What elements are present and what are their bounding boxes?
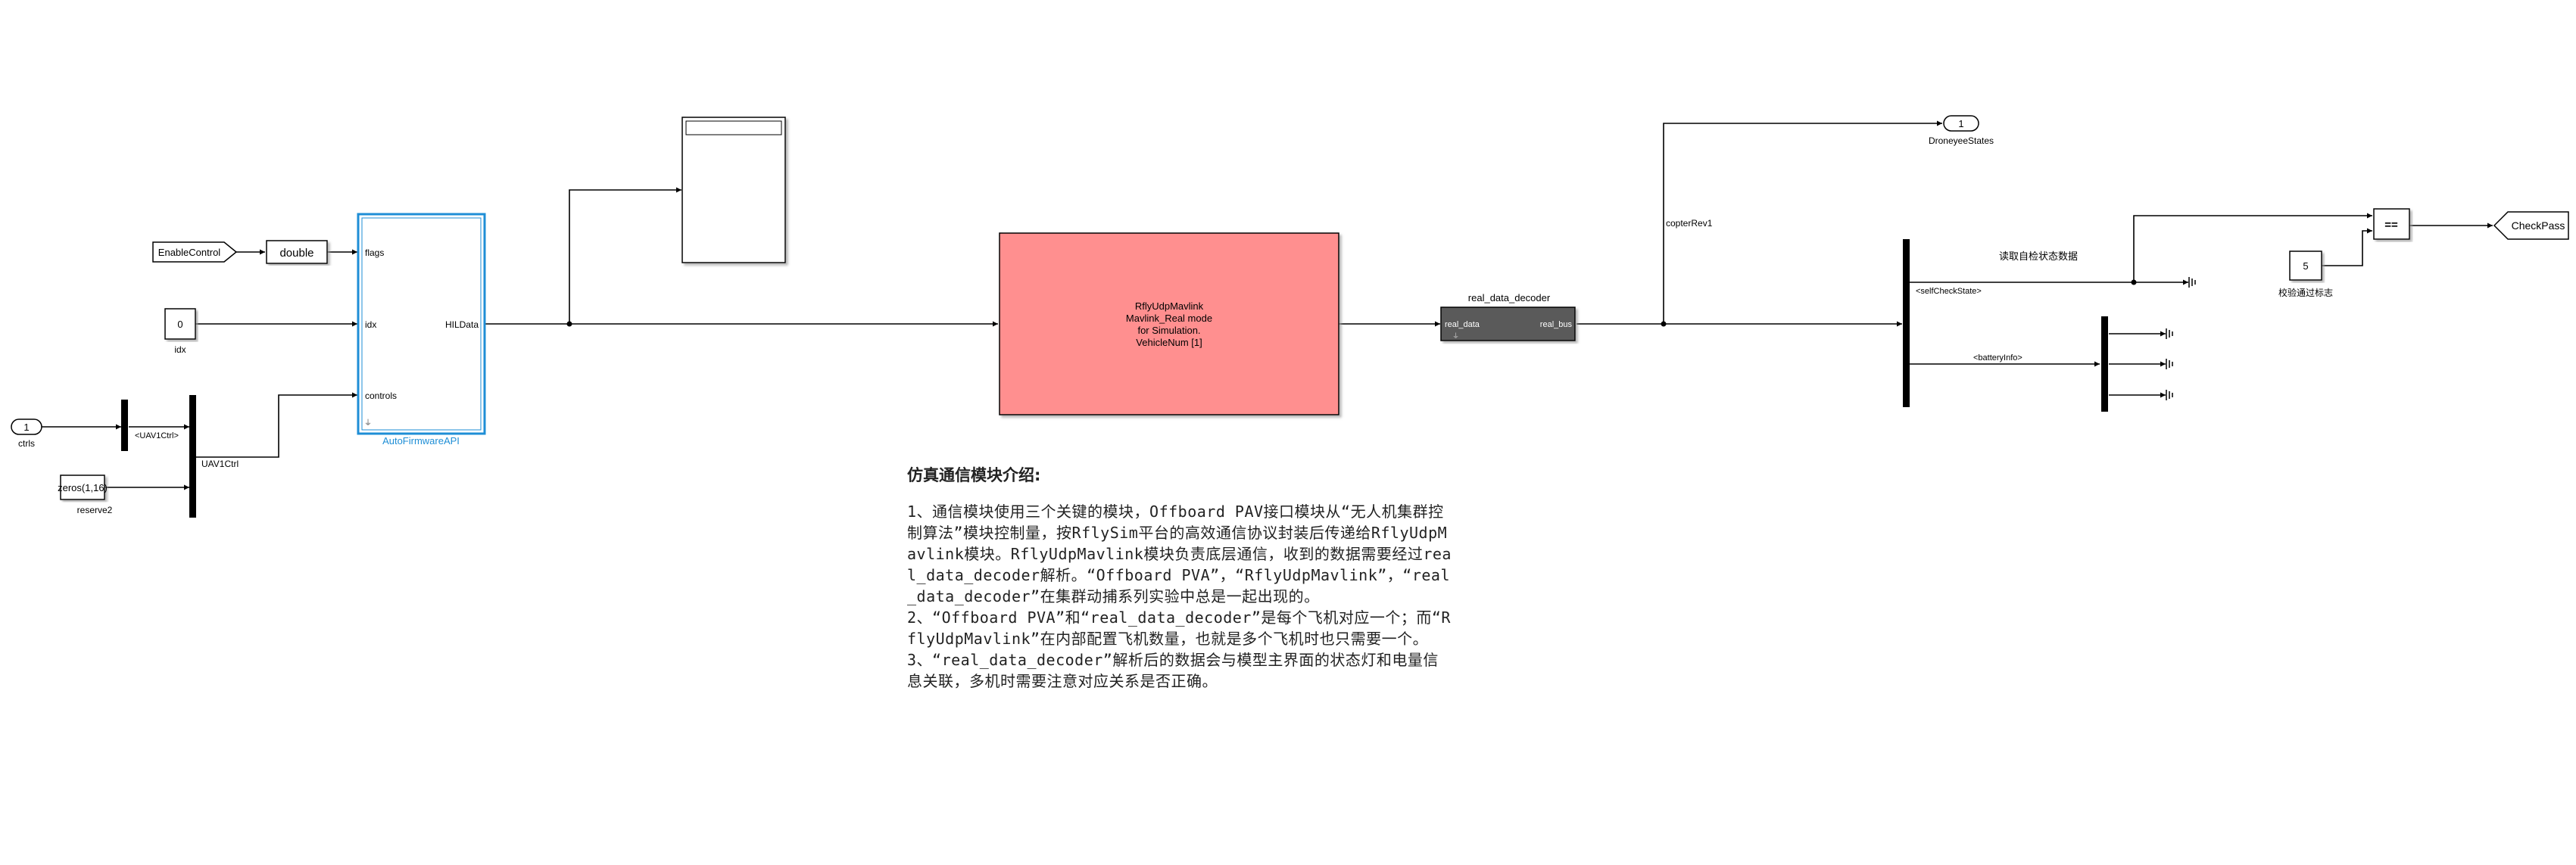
bus-creator-uav[interactable]: UAV1Ctrl xyxy=(189,395,239,518)
zeros-constant[interactable] xyxy=(60,475,105,500)
check-pass-text: CheckPass xyxy=(2512,219,2565,232)
scope-display-block[interactable] xyxy=(681,117,786,263)
enable-control-from-tag[interactable]: EnableControl xyxy=(152,241,238,263)
bus-selector-battery[interactable] xyxy=(2101,316,2108,412)
outport-droneyee-states[interactable]: 1 DroneyeeStates xyxy=(1929,115,1994,146)
rfly-udp-mavlink-block[interactable]: RflyUdpMavlink Mavlink_Real mode for Sim… xyxy=(999,232,1339,415)
port-idx: idx xyxy=(365,319,376,330)
bus-selector-decoder[interactable] xyxy=(1903,239,1910,407)
annotation-title: 仿真通信模块介绍: xyxy=(907,466,1041,484)
decoder-port-out: real_bus xyxy=(1540,320,1573,329)
battery-terminators xyxy=(2166,328,2173,400)
uav-ctrl-selector-output: <UAV1Ctrl> xyxy=(135,431,179,440)
read-self-check-label: 读取自检状态数据 xyxy=(1999,251,2078,263)
inport-ctrls[interactable]: 1 ctrls xyxy=(11,418,42,449)
zeros-text: zeros(1,16) xyxy=(58,482,108,493)
zeros-label: reserve2 xyxy=(77,505,113,515)
subsystem-mark-icon: ⏚ xyxy=(364,418,372,428)
auto-firmware-api-label: AutoFirmwareAPI xyxy=(382,435,460,447)
self-check-state-signal: <selfCheckState> xyxy=(1916,287,1982,296)
outport-droneyee-label: DroneyeeStates xyxy=(1929,135,1994,146)
pass-flag-constant[interactable]: 5 xyxy=(2289,250,2322,281)
decoder-title: real_data_decoder xyxy=(1468,292,1551,303)
rfly-line-1: RflyUdpMavlink xyxy=(1135,300,1204,312)
annotation-paragraph-2: 2、“Offboard PVA”和“real_data_decoder”是每个飞… xyxy=(907,608,1451,648)
decoder-port-in: real_data xyxy=(1445,320,1480,329)
port-flags: flags xyxy=(365,247,384,258)
double-conversion-block[interactable]: double xyxy=(266,240,328,264)
auto-firmware-api-block[interactable]: flags idx controls HILData ⏚ xyxy=(357,213,486,435)
copter-rev-signal-label: copterRev1 xyxy=(1666,218,1713,229)
simulation-comm-annotation: 仿真通信模块介绍: 1、通信模块使用三个关键的模块，Offboard PAV接口… xyxy=(907,463,1452,692)
signal-lines xyxy=(42,120,2493,490)
idx-constant[interactable]: 0 idx xyxy=(164,308,196,355)
terminator-self-check xyxy=(2188,277,2196,288)
rfly-line-4: VehicleNum [1] xyxy=(1136,337,1202,348)
real-data-decoder-block[interactable]: real_data real_bus ⏚ xyxy=(1440,306,1576,341)
idx-constant-label: idx xyxy=(174,344,186,355)
uav-ctrl-signal-label: UAV1Ctrl xyxy=(201,459,239,469)
bus-selector-uav[interactable]: <UAV1Ctrl> xyxy=(121,400,179,451)
enable-control-text: EnableControl xyxy=(158,247,220,258)
decoder-mark-icon: ⏚ xyxy=(1452,332,1459,340)
battery-info-signal: <batteryInfo> xyxy=(1973,353,2022,362)
compare-equal-block[interactable]: == xyxy=(2373,208,2410,240)
annotation-paragraph-3: 3、“real_data_decoder”解析后的数据会与模型主界面的状态灯和电… xyxy=(907,651,1439,690)
idx-constant-value: 0 xyxy=(177,319,182,330)
svg-text:1: 1 xyxy=(1958,118,1963,129)
compare-operator: == xyxy=(2384,219,2398,232)
port-controls: controls xyxy=(365,390,397,401)
junction-dots xyxy=(566,279,2137,327)
pass-flag-value: 5 xyxy=(2303,260,2308,272)
annotation-paragraph-1: 1、通信模块使用三个关键的模块，Offboard PAV接口模块从“无人机集群控… xyxy=(907,503,1452,605)
svg-text:1: 1 xyxy=(23,422,29,433)
port-hildata: HILData xyxy=(445,319,479,330)
rfly-line-2: Mavlink_Real mode xyxy=(1126,313,1212,324)
rfly-line-3: for Simulation. xyxy=(1137,325,1200,336)
inport-ctrls-label: ctrls xyxy=(18,438,35,449)
pass-flag-label: 校验通过标志 xyxy=(2278,287,2333,298)
double-text: double xyxy=(279,247,313,260)
check-pass-goto-tag[interactable]: CheckPass xyxy=(2493,211,2569,240)
